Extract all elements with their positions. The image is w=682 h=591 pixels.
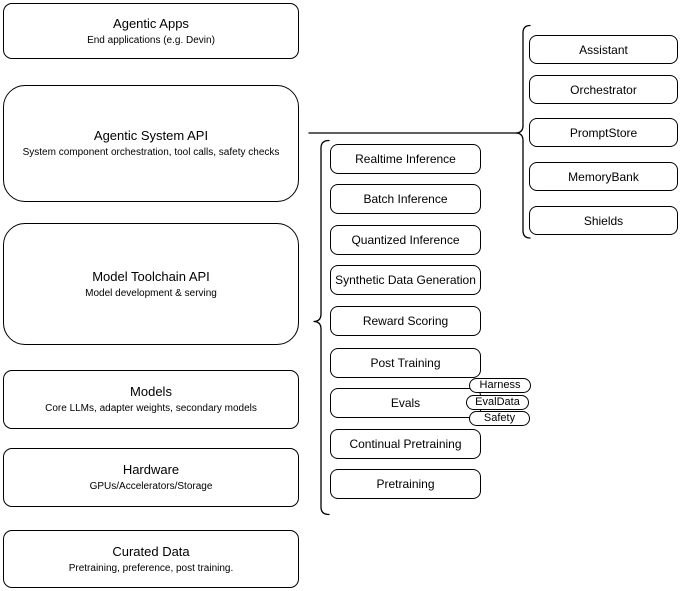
node-title: Agentic System API: [93, 128, 209, 143]
node-continual-pretraining: Continual Pretraining: [330, 429, 481, 459]
node-eval-evaldata: EvalData: [466, 395, 529, 410]
node-orchestrator: Orchestrator: [529, 75, 678, 104]
node-title: Models: [130, 384, 172, 399]
node-synthetic-data-generation: Synthetic Data Generation: [330, 265, 481, 295]
node-subtitle: GPUs/Accelerators/Storage: [89, 481, 213, 492]
node-realtime-inference: Realtime Inference: [330, 144, 481, 174]
node-evals: Evals: [330, 388, 481, 418]
node-models: Models Core LLMs, adapter weights, secon…: [3, 370, 299, 429]
node-subtitle: Model development & serving: [85, 287, 217, 299]
node-subtitle: Core LLMs, adapter weights, secondary mo…: [45, 403, 257, 414]
node-eval-safety: Safety: [469, 411, 530, 426]
toolchain-components-brace: [313, 139, 330, 516]
node-quantized-inference: Quantized Inference: [330, 225, 481, 255]
node-shields: Shields: [529, 206, 678, 235]
node-model-toolchain-api: Model Toolchain API Model development & …: [3, 223, 299, 345]
node-title: Model Toolchain API: [92, 268, 210, 284]
node-title: Curated Data: [112, 543, 190, 559]
node-agentic-system-api: Agentic System API System component orch…: [3, 85, 299, 202]
node-subtitle: System component orchestration, tool cal…: [22, 147, 280, 158]
node-promptstore: PromptStore: [529, 118, 678, 147]
node-subtitle: Pretraining, preference, post training.: [68, 562, 234, 574]
node-curated-data: Curated Data Pretraining, preference, po…: [3, 530, 299, 588]
node-assistant: Assistant: [529, 35, 678, 64]
node-pretraining: Pretraining: [330, 469, 481, 499]
node-title: Agentic Apps: [113, 15, 189, 31]
node-memorybank: MemoryBank: [529, 162, 678, 191]
system-components-brace: [515, 24, 531, 239]
node-post-training: Post Training: [330, 348, 481, 378]
node-eval-harness: Harness: [469, 378, 531, 393]
node-agentic-apps: Agentic Apps End applications (e.g. Devi…: [3, 3, 299, 59]
node-subtitle: End applications (e.g. Devin): [87, 34, 215, 46]
node-title: Hardware: [122, 462, 180, 477]
node-reward-scoring: Reward Scoring: [330, 306, 481, 336]
node-batch-inference: Batch Inference: [330, 184, 481, 214]
node-hardware: Hardware GPUs/Accelerators/Storage: [3, 448, 299, 507]
